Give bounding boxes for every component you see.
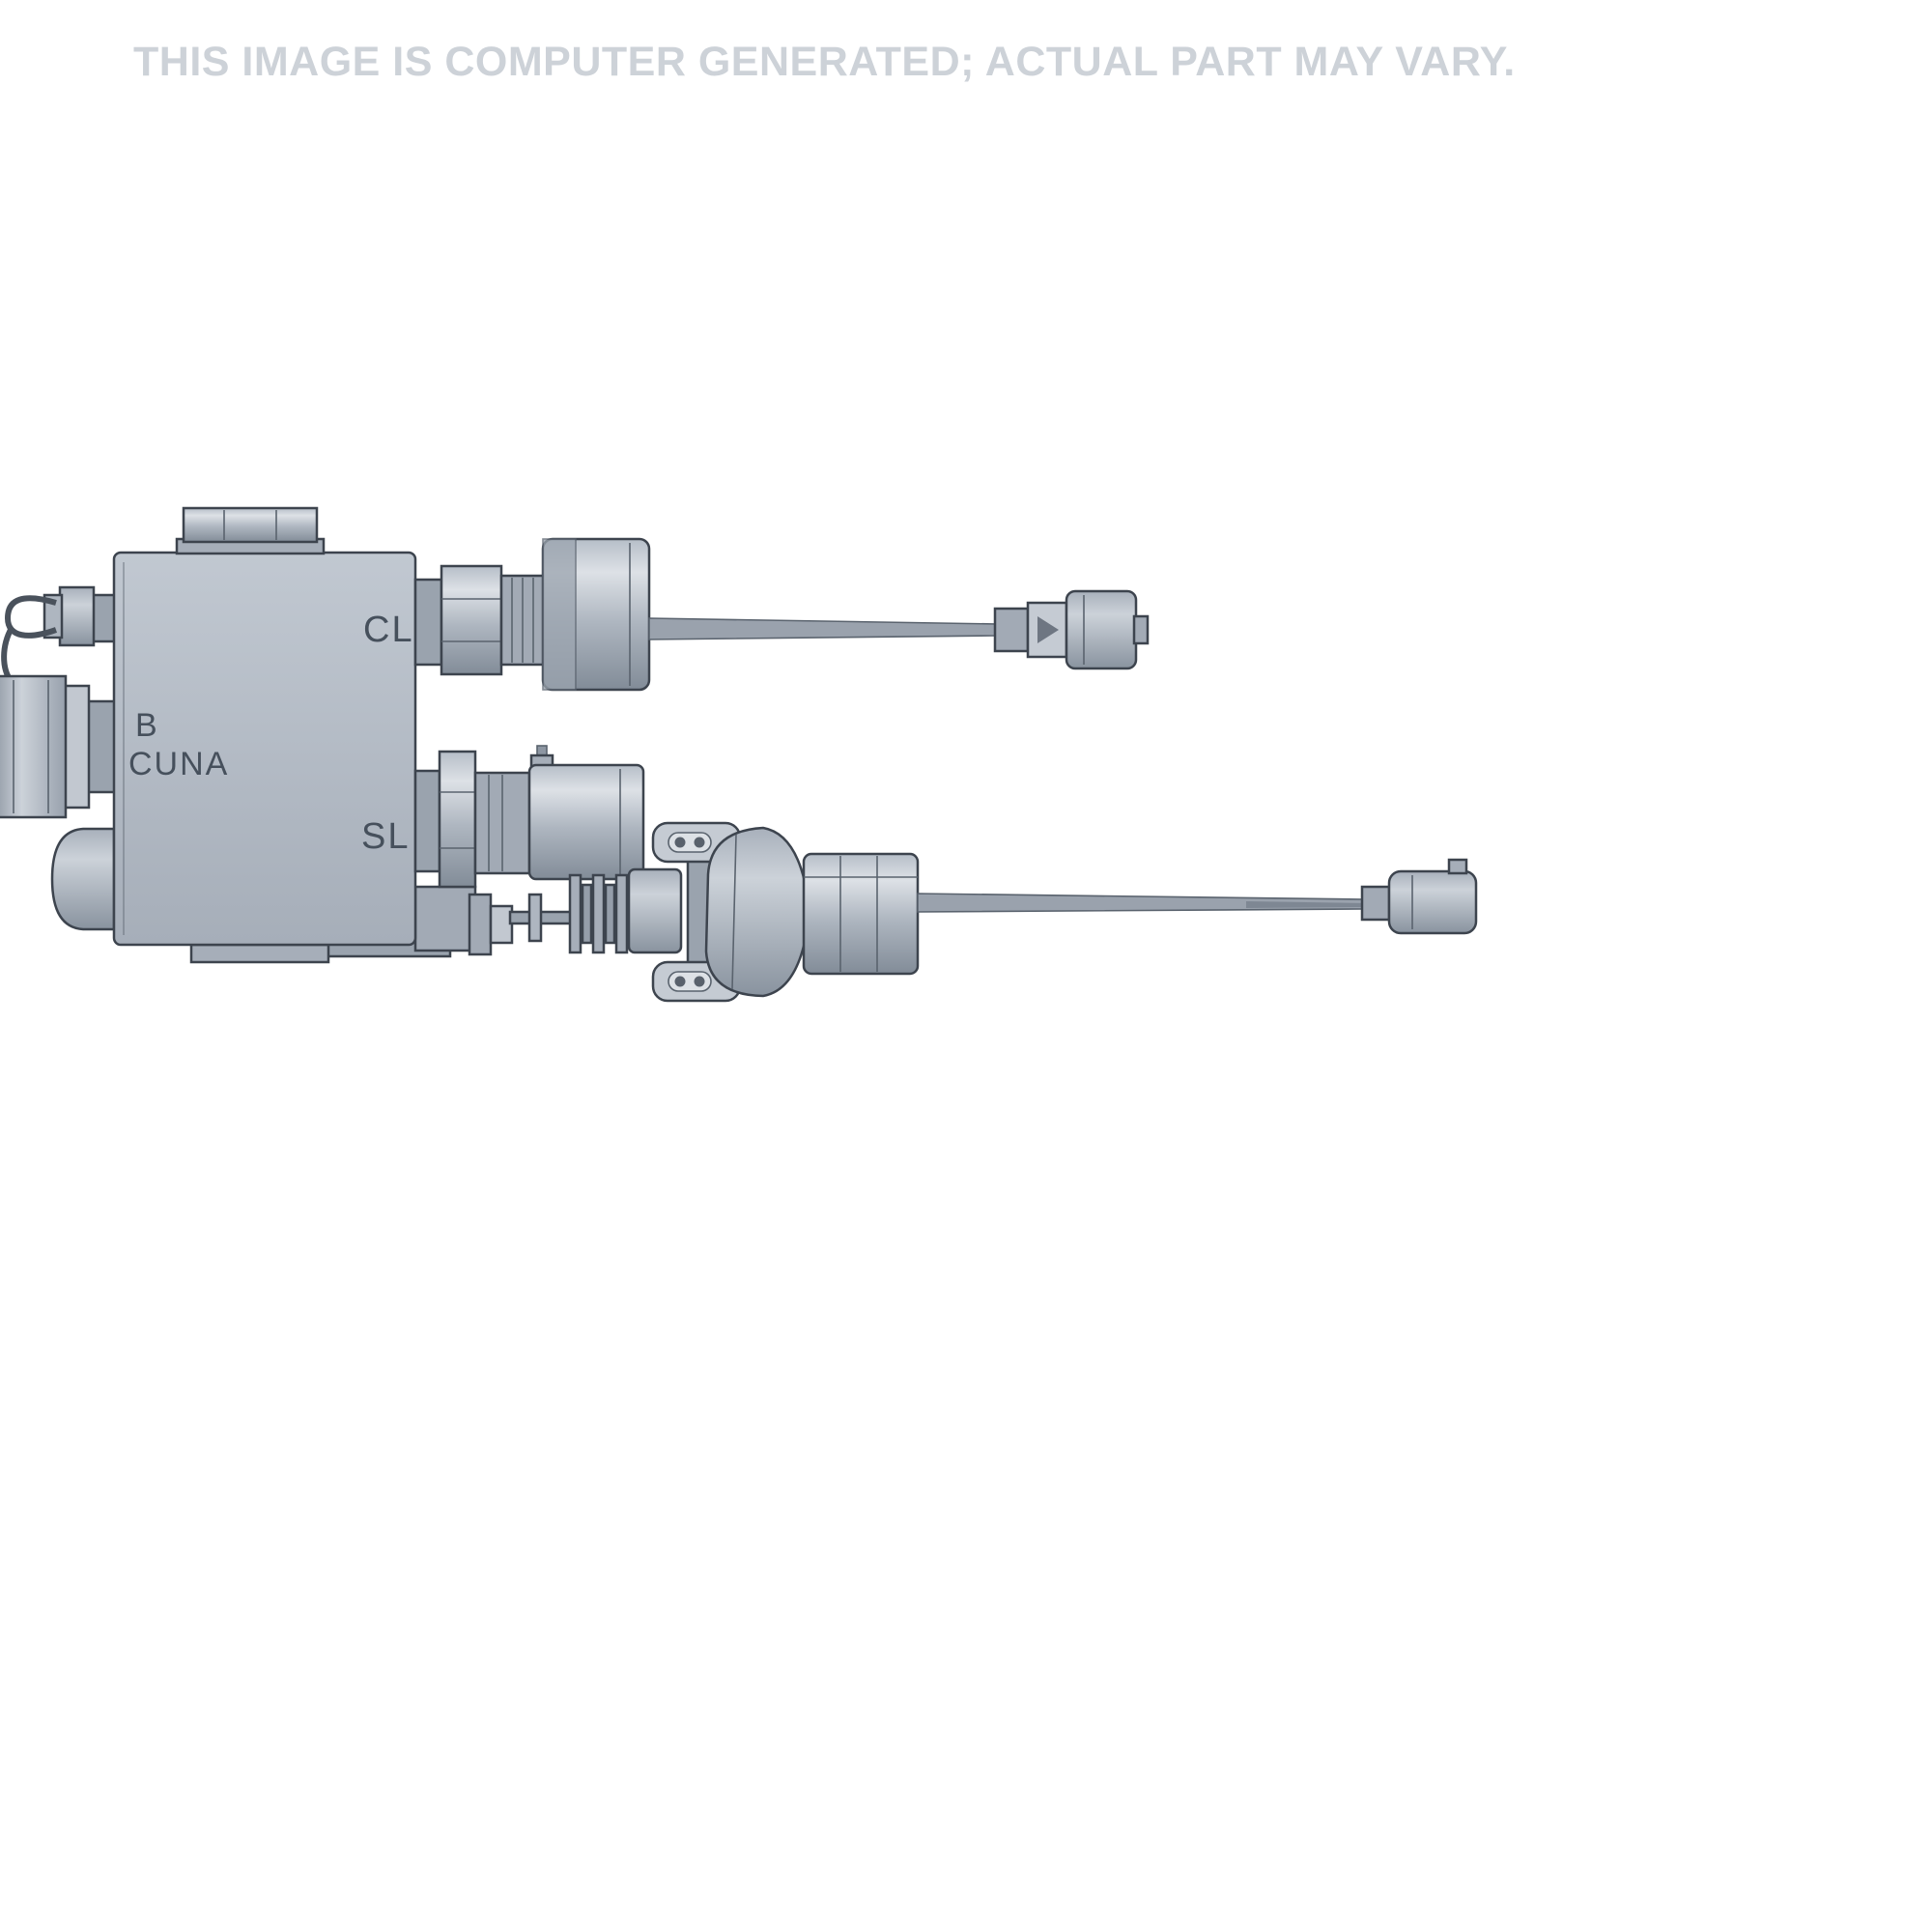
valve-body-block xyxy=(112,551,477,964)
sl-harness-wire xyxy=(917,893,1366,913)
bleed-valve-fitting xyxy=(1,585,118,684)
retaining-wire-loop xyxy=(4,595,58,639)
cl-harness-wire xyxy=(648,617,998,640)
watermark-text: THIS IMAGE IS COMPUTER GENERATED; ACTUAL… xyxy=(133,39,1516,85)
port-label-sl: SL xyxy=(361,816,410,857)
sl-harness-connector xyxy=(1360,858,1478,935)
cl-harness-connector xyxy=(993,589,1150,670)
port-label-b: B xyxy=(135,707,159,744)
solenoid-connector-housing xyxy=(704,826,920,998)
top-hex-plug xyxy=(175,506,326,555)
port-b-cap-plug xyxy=(0,674,118,819)
manual-override-bellows xyxy=(468,867,683,956)
dome-end-cap xyxy=(50,827,118,931)
brand-label: CUNA xyxy=(128,746,229,782)
cl-coupler-assembly xyxy=(413,537,651,692)
port-label-cl: CL xyxy=(363,610,414,650)
sl-solenoid-valve xyxy=(413,745,645,889)
